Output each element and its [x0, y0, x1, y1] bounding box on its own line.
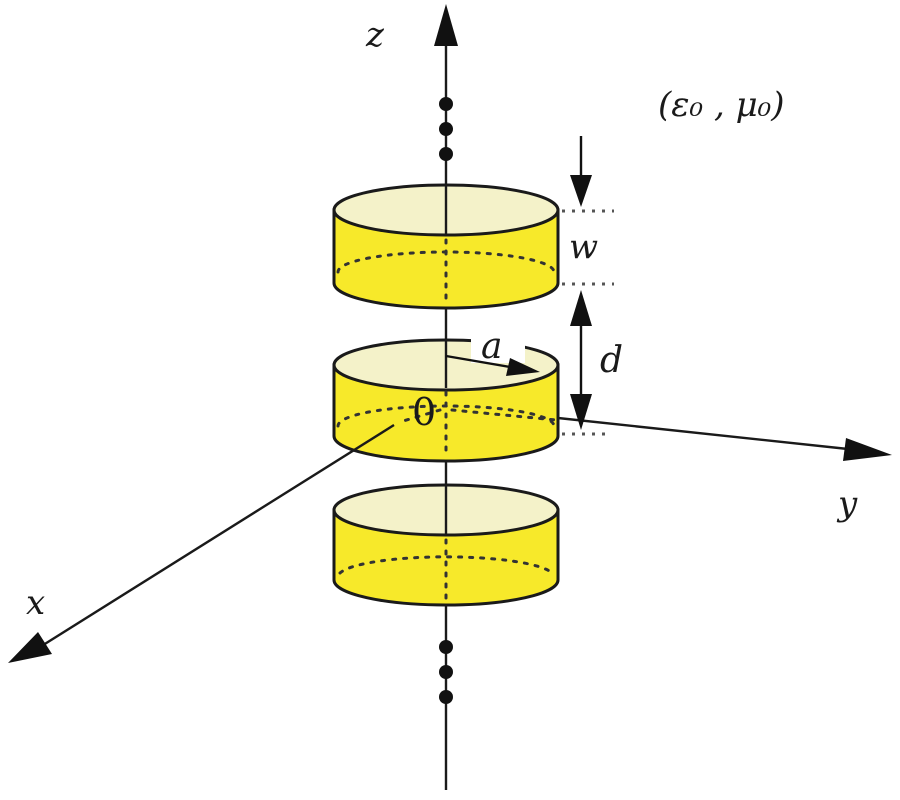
- disk-side: [332, 508, 560, 607]
- disk-side: [332, 208, 560, 310]
- period-arrowhead-up: [570, 290, 592, 326]
- x-axis: x: [8, 423, 395, 663]
- x-axis-label: x: [26, 583, 45, 623]
- x-axis-hidden-segment: [398, 408, 442, 424]
- thickness-arrowhead-down: [570, 175, 592, 207]
- dot: [439, 122, 453, 136]
- continuation-dots-below: [439, 640, 453, 704]
- dot: [439, 147, 453, 161]
- x-axis-arrowhead: [8, 632, 52, 663]
- y-axis-line: [557, 416, 849, 451]
- y-axis: y: [557, 416, 892, 524]
- medium-label: (ε₀ , μ₀): [658, 85, 785, 125]
- center-disk: [332, 338, 560, 463]
- dot: [439, 665, 453, 679]
- dot: [439, 97, 453, 111]
- y-axis-hidden-segment: [450, 408, 558, 422]
- dot: [439, 690, 453, 704]
- period-dimension: d: [562, 290, 623, 436]
- period-label: d: [600, 340, 623, 381]
- disk-hidden-bottom-edge: [338, 555, 554, 575]
- continuation-dots-above: [439, 97, 453, 161]
- y-axis-arrowhead: [843, 438, 892, 461]
- radius-label: a: [481, 326, 502, 367]
- radius-arrow-line: [445, 354, 517, 370]
- dot: [439, 640, 453, 654]
- radius-arrowhead: [506, 358, 540, 376]
- radius-dimension: a: [445, 326, 540, 376]
- lower-disk: [332, 483, 560, 607]
- radius-label-background: [471, 333, 525, 363]
- x-axis-line: [39, 423, 395, 649]
- thickness-label: w: [569, 227, 598, 267]
- z-axis-arrowhead: [434, 4, 458, 46]
- upper-disk: [332, 183, 560, 310]
- origin-label: 0: [412, 390, 436, 434]
- period-arrowhead-down: [570, 394, 592, 430]
- thickness-dimension: w: [562, 136, 614, 286]
- z-axis-label: z: [365, 15, 385, 55]
- y-axis-label: y: [836, 484, 858, 524]
